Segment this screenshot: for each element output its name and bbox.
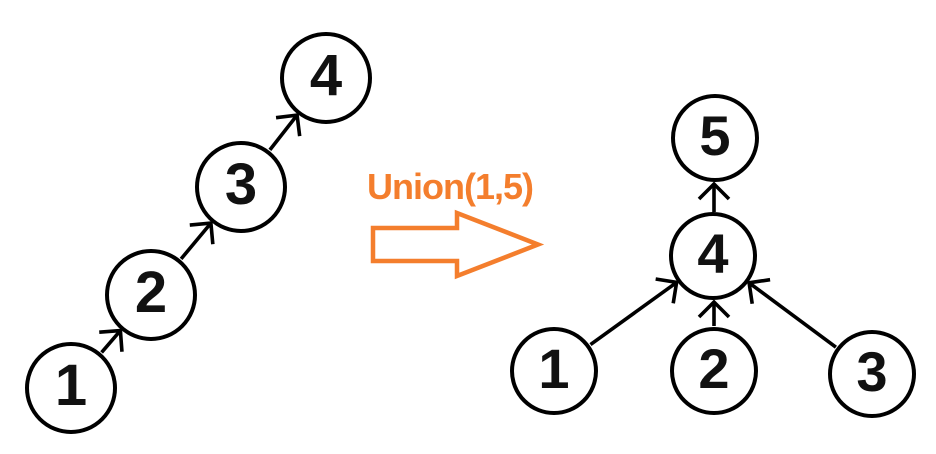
node-before-4: 4 <box>280 32 372 124</box>
node-after-4-label: 4 <box>697 222 729 285</box>
union-operation-label: Union(1,5) <box>367 166 534 207</box>
arrow-left-3-to-4 <box>268 113 302 152</box>
node-after-5: 5 <box>671 94 759 182</box>
node-after-5-label: 5 <box>699 104 731 167</box>
node-after-1-label: 1 <box>538 337 570 400</box>
node-after-4: 4 <box>669 212 757 300</box>
node-before-2-label: 2 <box>134 260 168 325</box>
node-after-2-label: 2 <box>698 337 730 400</box>
arrow-left-2-to-3 <box>179 221 215 261</box>
arrow-left-1-to-2 <box>99 328 124 354</box>
node-before-3-label: 3 <box>224 152 258 217</box>
node-after-3-label: 3 <box>856 340 888 403</box>
node-after-2: 2 <box>670 327 758 415</box>
node-after-1: 1 <box>510 327 598 415</box>
arrow-right-1-to-4 <box>589 277 679 347</box>
node-before-2: 2 <box>105 249 197 341</box>
node-before-1: 1 <box>25 342 117 434</box>
node-after-3: 3 <box>828 330 916 418</box>
union-block-arrow-icon <box>370 209 545 280</box>
node-before-3: 3 <box>195 141 287 233</box>
node-before-4-label: 4 <box>309 43 343 108</box>
node-before-1-label: 1 <box>54 353 88 418</box>
arrow-right-3-to-4 <box>747 277 837 349</box>
